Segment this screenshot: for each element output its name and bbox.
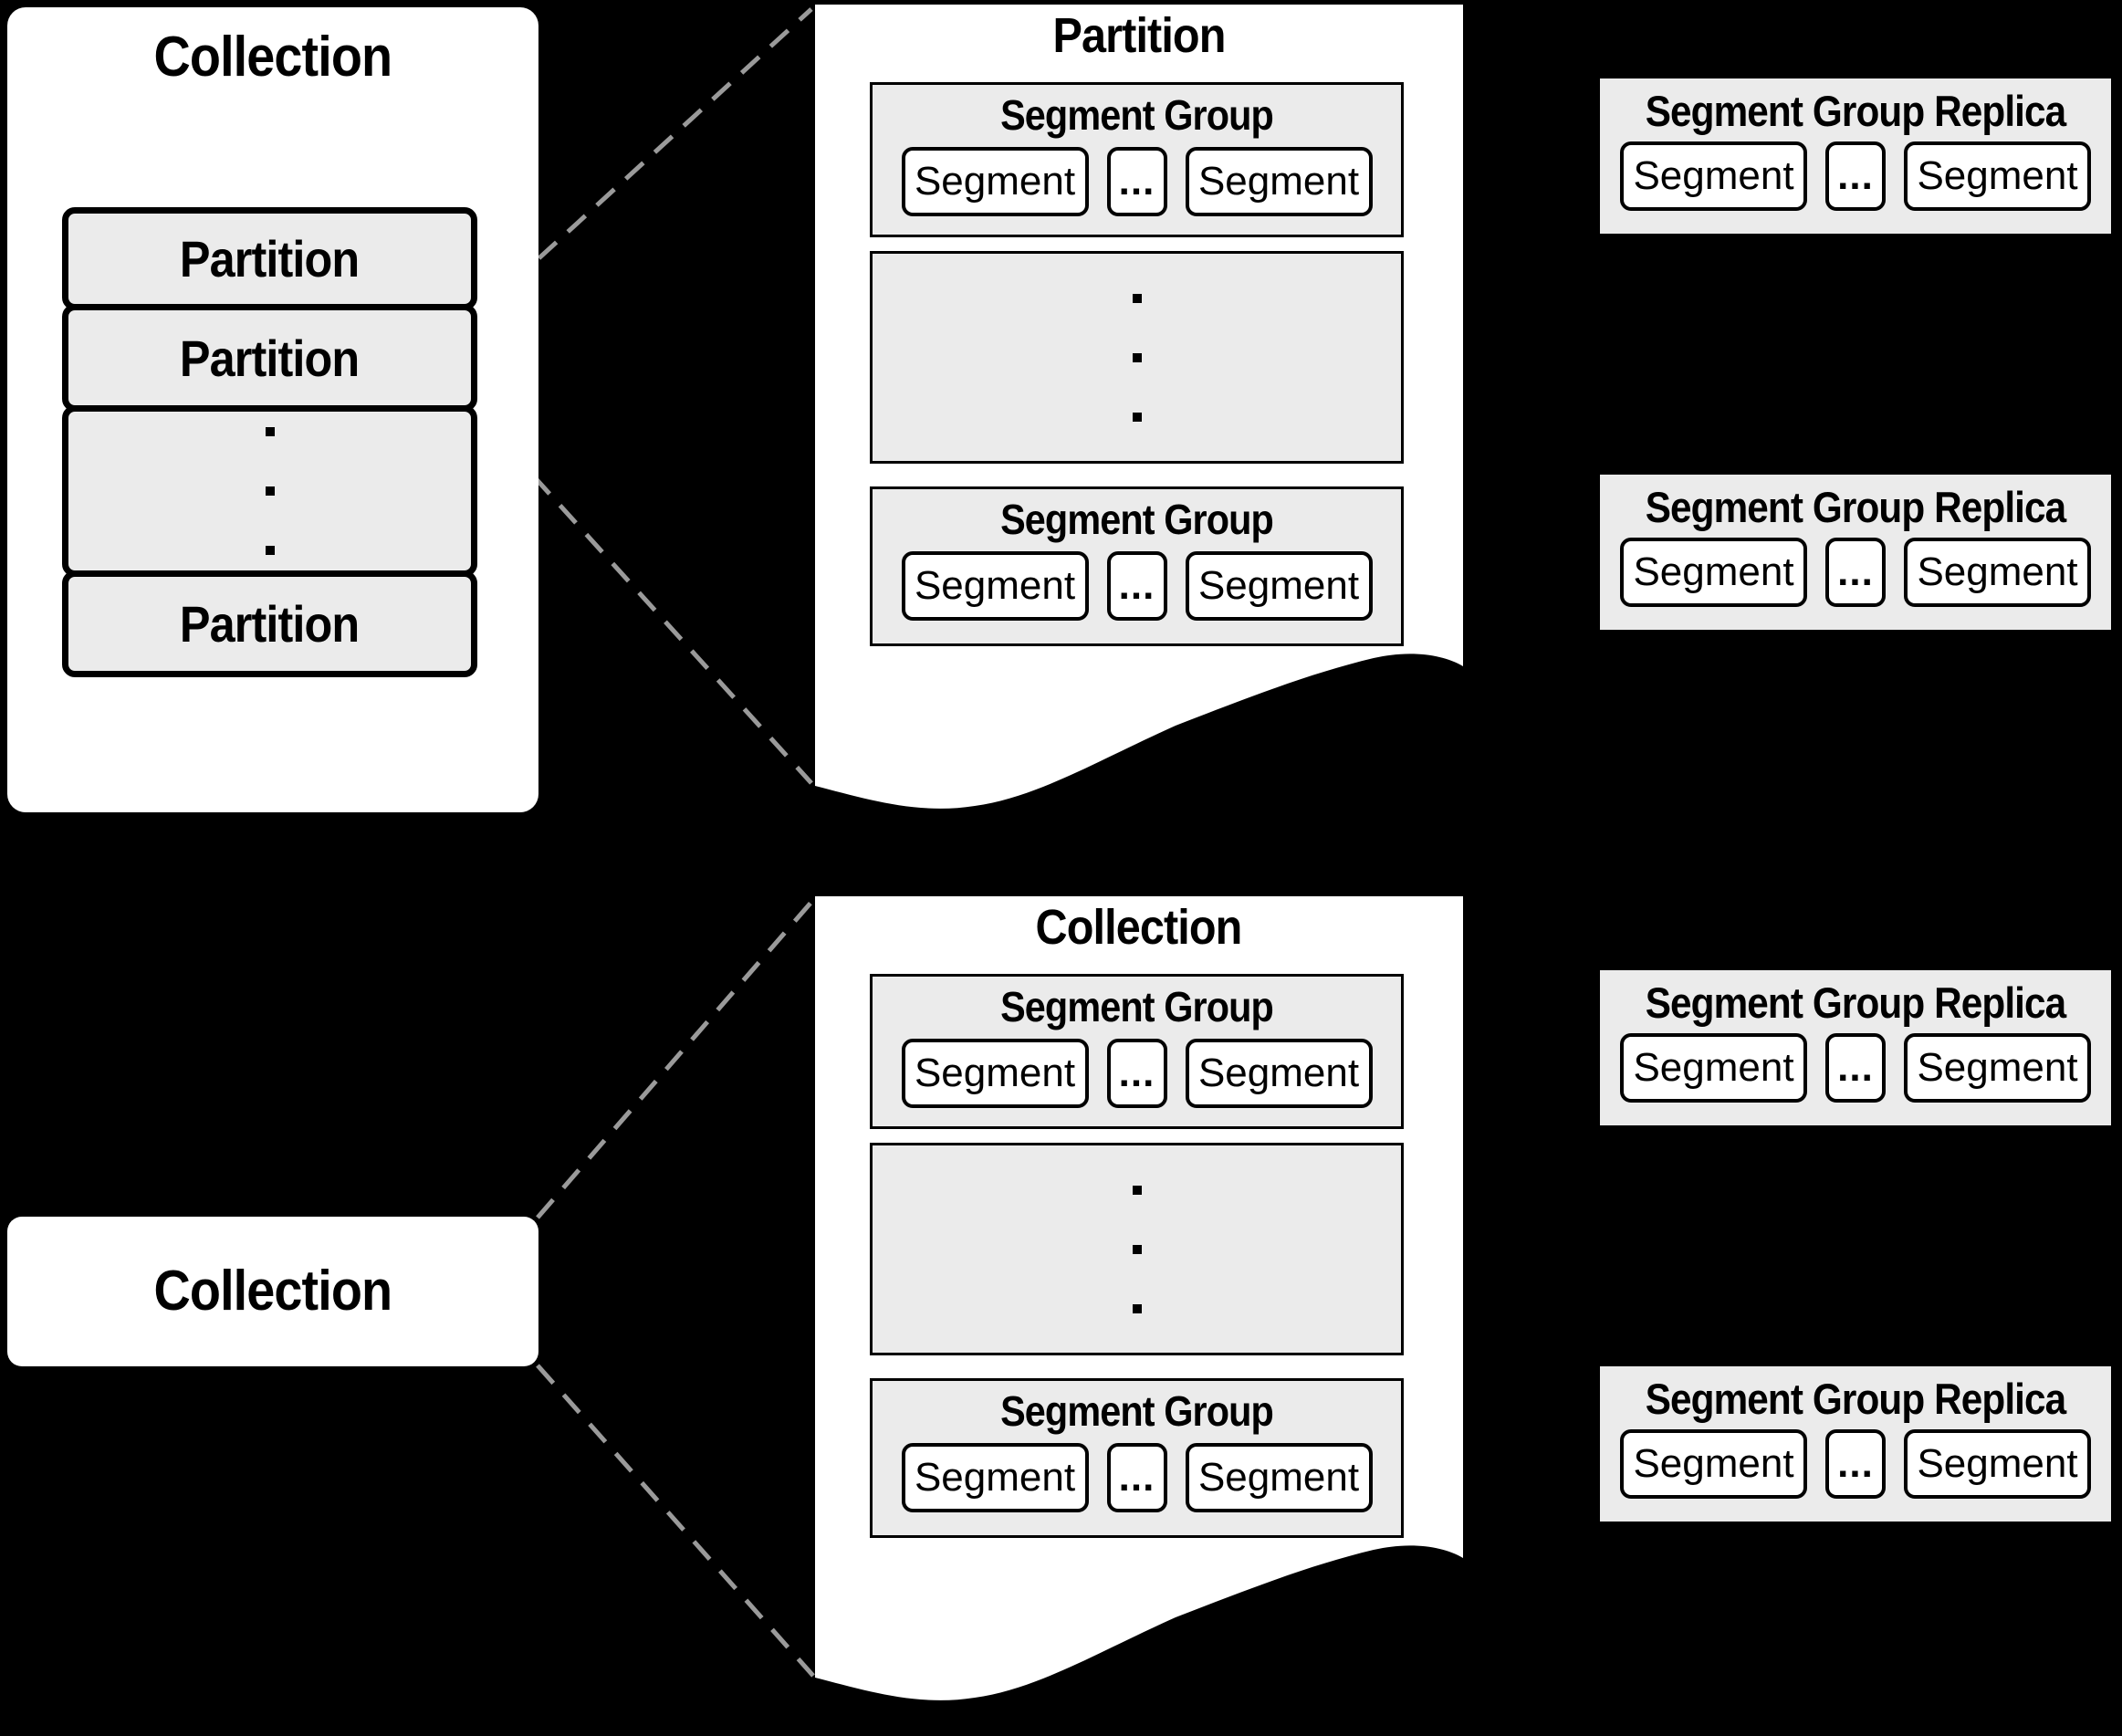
segment-group-replica-box: Segment Group Replica Segment ... Segmen… bbox=[1600, 78, 2111, 234]
collection-title-text: Collection bbox=[153, 26, 393, 89]
segment-box: Segment bbox=[1185, 1039, 1373, 1108]
segment-group-title: Segment Group bbox=[1000, 983, 1274, 1030]
partition-label: Partition bbox=[180, 230, 360, 288]
vertical-ellipsis-icon bbox=[1132, 293, 1142, 422]
segment-box: Segment bbox=[1620, 1429, 1807, 1499]
segment-box: Segment bbox=[901, 147, 1089, 216]
collection-simple-box: Collection bbox=[7, 1217, 538, 1366]
panel-title: Collection bbox=[815, 902, 1463, 954]
segment-ellipsis-box: ... bbox=[1825, 1033, 1886, 1103]
dashed-connector-bottom-lower bbox=[536, 1364, 815, 1678]
segment-ellipsis-box: ... bbox=[1106, 551, 1167, 621]
segment-row: Segment ... Segment bbox=[873, 1443, 1401, 1512]
partition-row: Partition bbox=[62, 207, 477, 310]
collection-box-title: Collection bbox=[7, 29, 538, 86]
segment-box: Segment bbox=[1904, 1429, 2091, 1499]
collection-title-text: Collection bbox=[153, 1260, 393, 1323]
segment-box: Segment bbox=[1185, 147, 1373, 216]
segment-ellipsis-box: ... bbox=[1825, 141, 1886, 211]
collection-with-partitions-box: Collection Partition Partition Partition bbox=[7, 7, 538, 812]
segment-box: Segment bbox=[1904, 538, 2091, 607]
dashed-connector-bottom-upper bbox=[536, 898, 815, 1219]
panel-title-text: Partition bbox=[1052, 8, 1226, 63]
collection-detail-panel: Collection Segment Group Segment ... Seg… bbox=[815, 896, 1463, 1709]
dashed-connector-top-upper bbox=[479, 7, 813, 313]
segment-group-ellipsis-box bbox=[870, 251, 1404, 464]
segment-ellipsis-box: ... bbox=[1825, 1429, 1886, 1499]
segment-group-ellipsis-box bbox=[870, 1143, 1404, 1355]
partition-stack: Partition Partition Partition bbox=[62, 207, 477, 677]
panel-title-text: Collection bbox=[1036, 900, 1243, 955]
segment-row: Segment ... Segment bbox=[1600, 1429, 2111, 1499]
segment-ellipsis-box: ... bbox=[1106, 1039, 1167, 1108]
segment-group-title: Segment Group bbox=[1000, 91, 1274, 139]
segment-group-title: Segment Group bbox=[1000, 496, 1274, 543]
segment-box: Segment bbox=[1620, 141, 1807, 211]
segment-group-replica-box: Segment Group Replica Segment ... Segmen… bbox=[1600, 475, 2111, 630]
segment-box: Segment bbox=[1904, 1033, 2091, 1103]
segment-row: Segment ... Segment bbox=[873, 551, 1401, 621]
segment-group-box: Segment Group Segment ... Segment bbox=[870, 974, 1404, 1129]
segment-box: Segment bbox=[901, 1443, 1089, 1512]
segment-box: Segment bbox=[901, 1039, 1089, 1108]
segment-ellipsis-box: ... bbox=[1825, 538, 1886, 607]
vertical-ellipsis-icon bbox=[265, 427, 275, 555]
segment-ellipsis-box: ... bbox=[1106, 1443, 1167, 1512]
replica-title: Segment Group Replica bbox=[1645, 1375, 2067, 1423]
segment-box: Segment bbox=[1620, 538, 1807, 607]
segment-box: Segment bbox=[1620, 1033, 1807, 1103]
replica-title: Segment Group Replica bbox=[1645, 483, 2067, 531]
partition-label: Partition bbox=[180, 595, 360, 653]
segment-row: Segment ... Segment bbox=[1600, 1033, 2111, 1103]
partition-row: Partition bbox=[62, 304, 477, 412]
replica-title: Segment Group Replica bbox=[1645, 87, 2067, 135]
segment-row: Segment ... Segment bbox=[1600, 141, 2111, 211]
segment-box: Segment bbox=[901, 551, 1089, 621]
segment-group-title: Segment Group bbox=[1000, 1387, 1274, 1435]
partition-label: Partition bbox=[180, 329, 360, 387]
partition-row: Partition bbox=[62, 570, 477, 677]
replica-title: Segment Group Replica bbox=[1645, 978, 2067, 1027]
segment-group-box: Segment Group Segment ... Segment bbox=[870, 1378, 1404, 1538]
segment-box: Segment bbox=[1185, 551, 1373, 621]
segment-group-box: Segment Group Segment ... Segment bbox=[870, 486, 1404, 646]
vertical-ellipsis-icon bbox=[1132, 1185, 1142, 1313]
segment-ellipsis-box: ... bbox=[1106, 147, 1167, 216]
segment-group-box: Segment Group Segment ... Segment bbox=[870, 82, 1404, 237]
panel-title: Partition bbox=[815, 10, 1463, 62]
segment-row: Segment ... Segment bbox=[873, 147, 1401, 216]
segment-box: Segment bbox=[1185, 1443, 1373, 1512]
segment-row: Segment ... Segment bbox=[1600, 538, 2111, 607]
partition-detail-panel: Partition Segment Group Segment ... Segm… bbox=[815, 5, 1463, 817]
segment-group-replica-box: Segment Group Replica Segment ... Segmen… bbox=[1600, 970, 2111, 1125]
segment-box: Segment bbox=[1904, 141, 2091, 211]
segment-group-replica-box: Segment Group Replica Segment ... Segmen… bbox=[1600, 1366, 2111, 1522]
partition-ellipsis-row bbox=[62, 405, 477, 577]
segment-row: Segment ... Segment bbox=[873, 1039, 1401, 1108]
